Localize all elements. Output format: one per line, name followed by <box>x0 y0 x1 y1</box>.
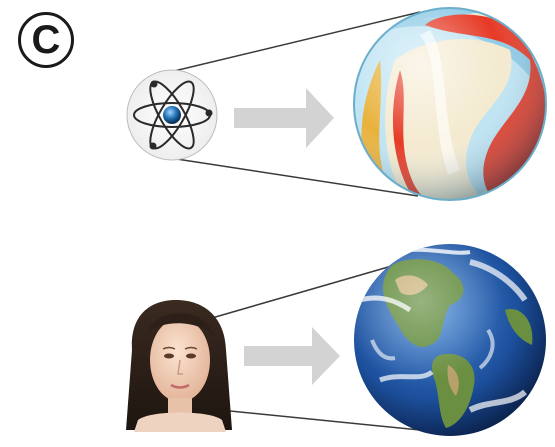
arrow-right-icon <box>244 327 340 385</box>
panel-label-c: C <box>18 12 74 68</box>
connector-line-bottom <box>169 157 419 197</box>
connector-line-top <box>169 11 421 73</box>
earth-globe-icon <box>354 244 546 436</box>
arrow-right-icon <box>234 88 334 148</box>
mannequin-head-icon <box>126 300 232 432</box>
marble-icon <box>353 7 547 201</box>
connector-line-bottom <box>199 407 441 433</box>
atom-icon <box>126 69 218 161</box>
